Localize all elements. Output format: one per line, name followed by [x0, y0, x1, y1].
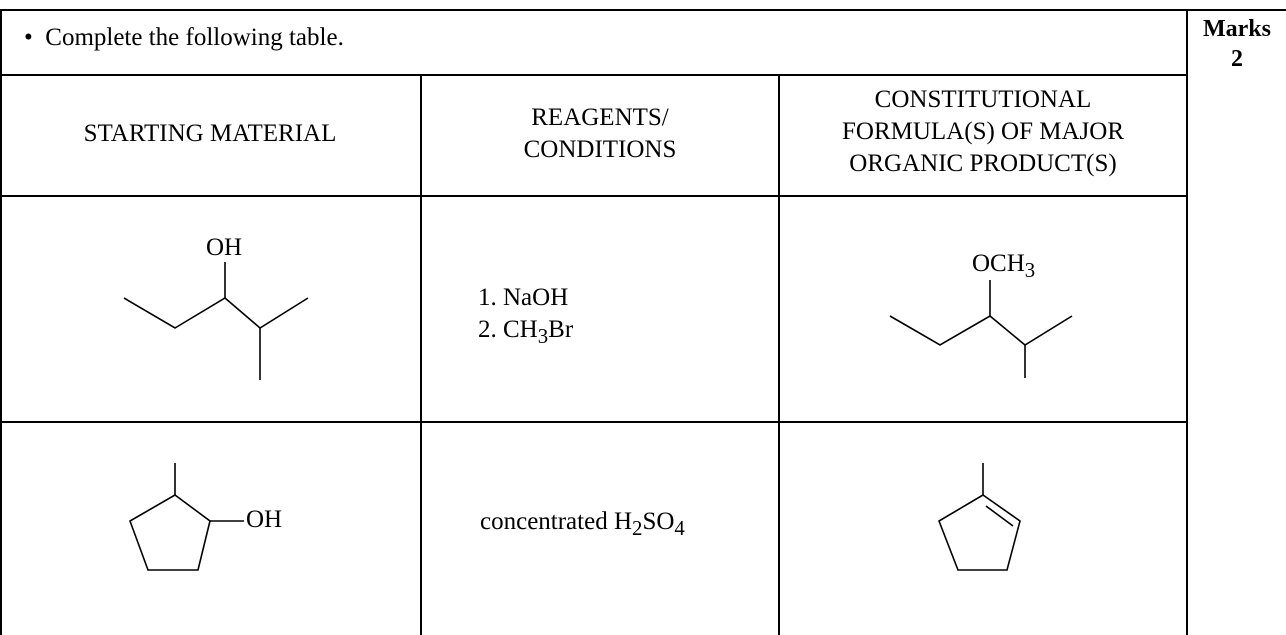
column2-separator [778, 74, 780, 635]
marks-value: 2 [1231, 46, 1243, 72]
question-instruction: • Complete the following table. [24, 24, 344, 52]
bullet: • [24, 24, 33, 51]
reagent-step-2: 2. CH3Br [478, 316, 574, 348]
instruction-bottom-border [0, 74, 1188, 76]
reagents-row-1: 1. NaOH 2. CH3Br [478, 282, 573, 352]
product-label-och3: OCH3 [972, 250, 1036, 282]
top-border [0, 9, 1286, 11]
marks-separator [1186, 9, 1188, 635]
starting-label-oh-1: OH [206, 234, 243, 261]
reagent-concentrated-h2so4: concentrated H2SO4 [480, 508, 685, 540]
reagents-row-2: concentrated H2SO4 [480, 506, 685, 544]
instruction-text: Complete the following table. [45, 24, 344, 51]
row1-bottom-border [0, 421, 1188, 423]
marks-label: Marks [1203, 16, 1271, 42]
header-bottom-border [0, 195, 1188, 197]
left-border [0, 9, 2, 635]
marks-box: Marks 2 [1188, 14, 1286, 74]
header-reagents: REAGENTS/ CONDITIONS [523, 104, 677, 163]
reagent-step-1: 1. NaOH [478, 284, 569, 311]
header-product: CONSTITUTIONAL FORMULA(S) OF MAJOR ORGAN… [842, 86, 1124, 177]
starting-label-oh-2: OH [246, 506, 283, 533]
column1-separator [420, 74, 422, 635]
header-starting-material: STARTING MATERIAL [83, 120, 337, 147]
